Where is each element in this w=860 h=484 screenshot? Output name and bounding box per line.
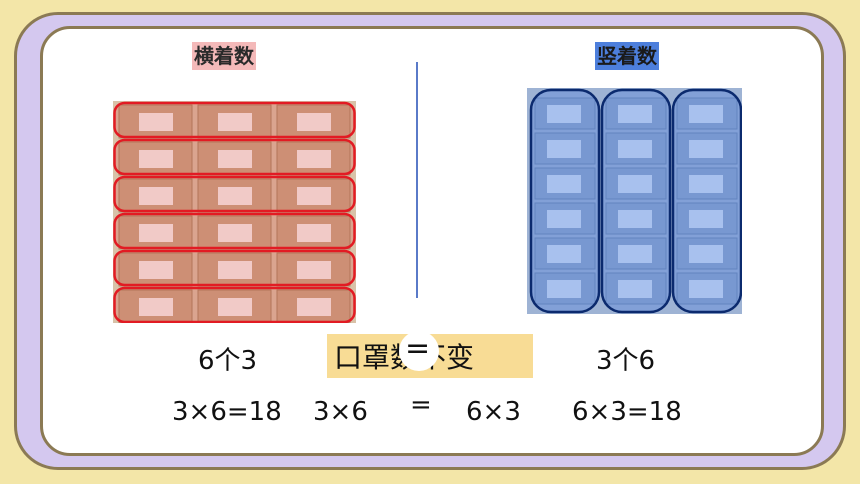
box-label xyxy=(218,298,252,316)
box-label xyxy=(618,140,652,158)
carton-box xyxy=(197,178,272,213)
box-label xyxy=(618,105,652,123)
box-label xyxy=(218,113,252,131)
box-label xyxy=(547,245,581,263)
box-label xyxy=(218,224,252,242)
box-label xyxy=(297,224,331,242)
box-label xyxy=(547,140,581,158)
row-outline xyxy=(113,101,356,139)
box-label xyxy=(139,261,173,279)
equation-right: 6×3=18 xyxy=(572,397,682,427)
box-label xyxy=(139,224,173,242)
row-outline xyxy=(113,138,356,176)
box-label xyxy=(618,210,652,228)
box-label xyxy=(689,245,723,263)
equals-sign: = xyxy=(410,390,432,420)
equals-bubble-sign: = xyxy=(405,331,431,366)
box-label xyxy=(139,187,173,205)
box-label xyxy=(297,298,331,316)
box-label xyxy=(547,175,581,193)
box-label xyxy=(547,105,581,123)
box-label xyxy=(139,298,173,316)
box-label xyxy=(297,187,331,205)
equation-left: 3×6=18 xyxy=(172,397,282,427)
heading-vertical-count: 竖着数 xyxy=(595,42,659,70)
box-label xyxy=(689,140,723,158)
box-label xyxy=(618,245,652,263)
equals-bubble xyxy=(399,331,439,371)
box-label xyxy=(689,210,723,228)
caption-three-sixes: 3个6 xyxy=(596,346,656,376)
box-label xyxy=(689,175,723,193)
box-label xyxy=(689,105,723,123)
box-label xyxy=(218,261,252,279)
equation-mid-left: 3×6 xyxy=(313,397,368,427)
box-label xyxy=(547,210,581,228)
column-outline xyxy=(671,88,742,314)
caption-six-threes: 6个3 xyxy=(198,346,258,376)
equation-mid-right: 6×3 xyxy=(466,397,521,427)
boxes-columns-photo xyxy=(527,88,742,314)
row-outline xyxy=(113,286,356,323)
box-label xyxy=(297,113,331,131)
heading-horizontal-count: 横着数 xyxy=(192,42,256,70)
row-outline xyxy=(113,175,356,213)
column-outline xyxy=(600,88,672,314)
column-outline xyxy=(529,88,601,314)
box-label xyxy=(218,187,252,205)
box-label xyxy=(297,261,331,279)
row-outline xyxy=(113,212,356,250)
box-label xyxy=(297,150,331,168)
center-divider xyxy=(416,62,418,298)
box-label xyxy=(618,175,652,193)
box-label xyxy=(547,280,581,298)
box-label xyxy=(618,280,652,298)
row-outline xyxy=(113,249,356,287)
box-label xyxy=(139,113,173,131)
carton-box xyxy=(534,167,596,200)
boxes-rows-photo xyxy=(113,101,356,323)
box-label xyxy=(218,150,252,168)
box-label xyxy=(139,150,173,168)
box-label xyxy=(689,280,723,298)
